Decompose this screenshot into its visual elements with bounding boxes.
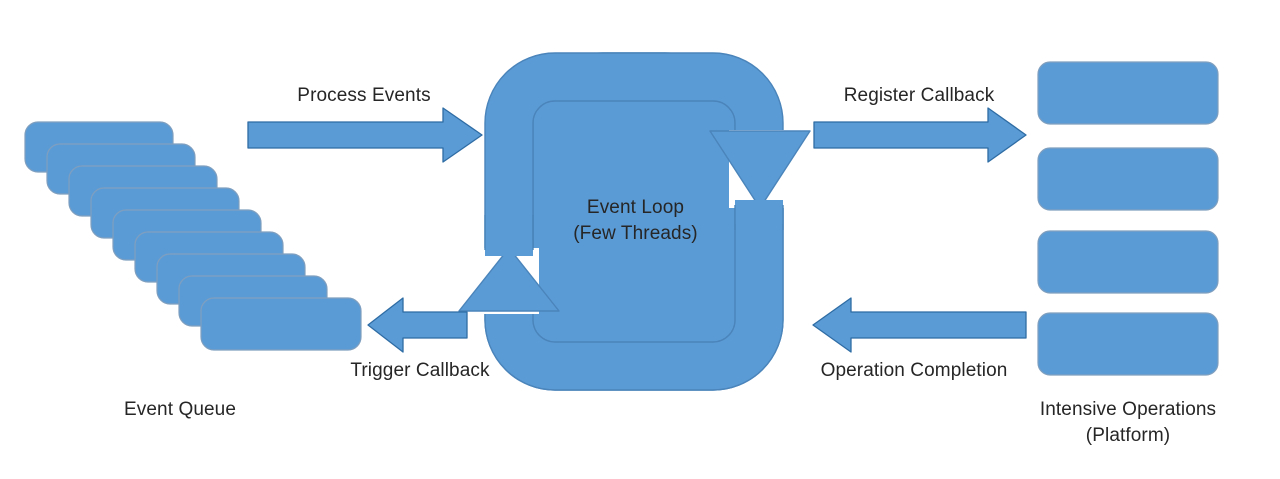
arrow-label-register-callback: Register Callback: [843, 85, 995, 106]
intensive-operation-box[interactable]: [1037, 312, 1219, 376]
arrow-trigger-callback: [367, 297, 468, 353]
intensive-operations-caption-line2: (Platform): [1085, 425, 1171, 446]
event-loop-down-arrowhead: [709, 130, 811, 230]
intensive-operations-caption-line1: Intensive Operations: [1039, 399, 1217, 420]
arrow-operation-completion: [812, 297, 1027, 353]
event-queue-card[interactable]: [200, 297, 362, 351]
intensive-operation-box[interactable]: [1037, 147, 1219, 211]
arrow-process-events: [247, 107, 483, 163]
event-loop-up-arrowhead: [458, 215, 560, 312]
arrow-label-process-events: Process Events: [297, 85, 431, 106]
arrow-label-trigger-callback: Trigger Callback: [350, 360, 490, 381]
event-queue-stack: [24, 121, 362, 351]
arrow-label-operation-completion: Operation Completion: [820, 360, 1008, 381]
event-loop-band[interactable]: [484, 52, 784, 391]
intensive-operation-box[interactable]: [1037, 230, 1219, 294]
event-loop-label-line2: (Few Threads): [573, 223, 698, 244]
event-queue-caption: Event Queue: [123, 399, 236, 420]
intensive-operation-box[interactable]: [1037, 61, 1219, 125]
event-loop-label-line1: Event Loop: [586, 197, 685, 218]
arrow-register-callback: [813, 107, 1027, 163]
intensive-operations-stack: [1037, 61, 1219, 376]
